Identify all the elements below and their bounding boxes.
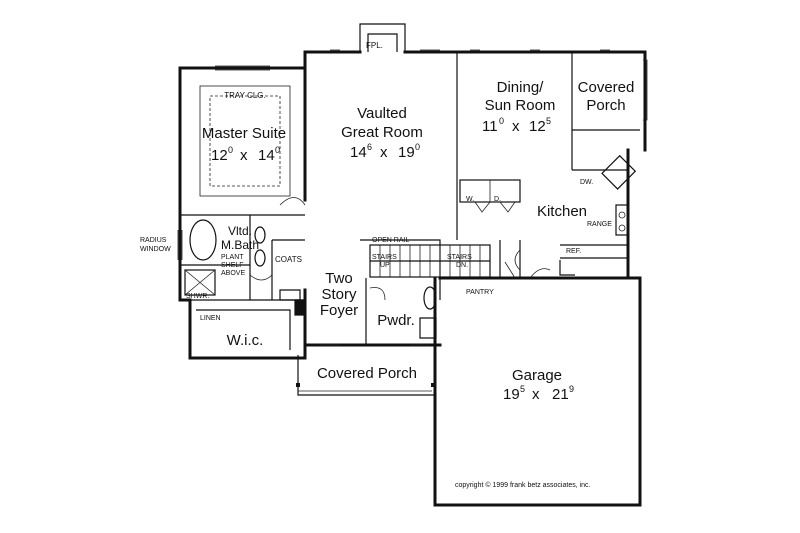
dining-label-1: Dining/: [497, 79, 545, 96]
dining-depth-in: 5: [546, 116, 551, 126]
stairs-dn-label-1: STAIRS: [447, 254, 472, 261]
garage-label: Garage: [512, 367, 562, 384]
open-rail-label: OPEN RAIL: [372, 237, 409, 244]
garage-depth-in: 9: [569, 384, 574, 394]
dining-depth: 12: [529, 118, 546, 135]
dining-label-2: Sun Room: [485, 97, 556, 114]
master-bath-label-2: M.Bath: [221, 238, 259, 252]
dining-width: 11: [482, 118, 498, 135]
great-room-label-2: Great Room: [341, 124, 423, 141]
rear-porch-label-1: Covered: [578, 79, 635, 96]
linen-label: LINEN: [200, 315, 221, 322]
coats-label: COATS: [275, 255, 302, 264]
master-width: 12: [211, 147, 228, 164]
garage-width: 19: [503, 386, 520, 403]
foyer-label-3: Foyer: [320, 302, 358, 319]
kitchen-label: Kitchen: [537, 203, 587, 220]
master-suite-label: Master Suite: [202, 125, 286, 142]
great-room-width-in: 6: [367, 142, 372, 152]
foyer-label-2: Story: [321, 286, 357, 303]
powder-label: Pwdr.: [377, 312, 415, 329]
radius-window-label-1: RADIUS: [140, 237, 167, 244]
bath-fixtures: [184, 219, 437, 339]
plant-shelf-label-1: PLANT: [221, 254, 244, 261]
great-room-width: 14: [350, 144, 367, 161]
dishwasher-label: DW.: [580, 179, 593, 186]
garage-width-in: 5: [520, 384, 525, 394]
foyer-label-1: Two: [325, 270, 353, 287]
stairs-up-label-2: UP: [380, 262, 390, 269]
great-room-depth-in: 0: [415, 142, 420, 152]
plant-shelf-label-3: ABOVE: [221, 270, 245, 277]
dining-x: x: [512, 118, 520, 135]
refrigerator-label: REF.: [566, 248, 581, 255]
front-porch-label: Covered Porch: [317, 365, 417, 382]
stairs-up-label-1: STAIRS: [372, 254, 397, 261]
shower-label: SHWR.: [186, 293, 209, 300]
rear-porch-label-2: Porch: [586, 97, 625, 114]
copyright-label: copyright © 1999 frank betz associates, …: [455, 481, 591, 489]
tray-ceiling-label: TRAY CLG.: [224, 91, 266, 100]
master-x: x: [240, 147, 248, 164]
doors: [249, 197, 551, 346]
front-porch: [296, 355, 435, 396]
range-label: RANGE: [587, 221, 612, 228]
labels: FPL. Vaulted Great Room 14 6 x 19 0 Dini…: [140, 41, 634, 489]
plant-shelf-label-2: SHELF: [221, 262, 244, 269]
dining-width-in: 0: [499, 116, 504, 126]
radius-window-label-2: WINDOW: [140, 246, 171, 253]
dryer-label: D.: [494, 196, 501, 203]
washer-label: W.: [466, 196, 474, 203]
kitchen-fixtures: [459, 154, 637, 276]
master-depth-in: 0: [275, 145, 280, 155]
tray-ceiling: [199, 85, 291, 197]
fireplace-label: FPL.: [366, 41, 383, 50]
wic-label: W.i.c.: [227, 332, 264, 349]
stairs-dn-label-2: DN.: [456, 262, 468, 269]
pantry-label: PANTRY: [466, 289, 494, 296]
garage-depth: 21: [552, 386, 569, 403]
master-depth: 14: [258, 147, 275, 164]
stairs: [369, 244, 491, 278]
master-width-in: 0: [228, 145, 233, 155]
great-room-depth: 19: [398, 144, 415, 161]
garage-x: x: [532, 386, 540, 403]
great-room-x: x: [380, 144, 388, 161]
great-room-label-1: Vaulted: [357, 105, 407, 122]
windows: [177, 49, 648, 260]
master-bath-label-1: Vltd.: [228, 224, 252, 238]
